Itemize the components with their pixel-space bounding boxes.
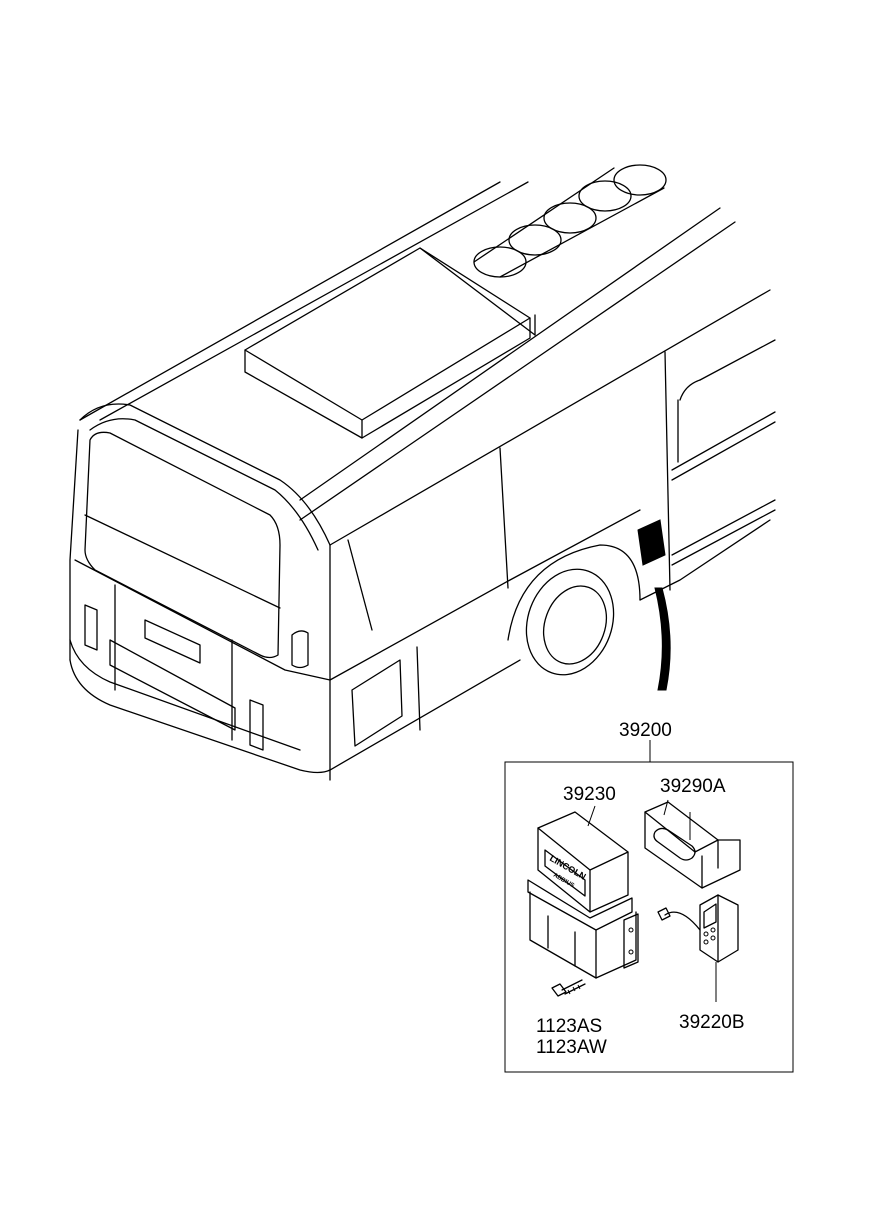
part-number-39220B: 39220B bbox=[679, 1012, 745, 1033]
part-number-39200: 39200 bbox=[619, 720, 672, 741]
roof-lights bbox=[473, 164, 667, 278]
part-number-1123AS: 1123AS bbox=[536, 1016, 602, 1037]
part-number-39230: 39230 bbox=[563, 784, 616, 805]
assembly-box bbox=[504, 740, 794, 1073]
mounting-bracket bbox=[644, 799, 741, 889]
remote-handset bbox=[657, 894, 739, 1002]
mounting-bolt bbox=[551, 979, 586, 997]
lubrication-controller: LINCOLN ABBIUS bbox=[527, 805, 639, 979]
bus-illustration bbox=[69, 164, 776, 781]
part-number-1123AW: 1123AW bbox=[536, 1037, 607, 1058]
component-location-marker bbox=[637, 519, 666, 566]
pointer-arrow bbox=[654, 587, 671, 691]
part-number-39290A: 39290A bbox=[660, 776, 726, 797]
